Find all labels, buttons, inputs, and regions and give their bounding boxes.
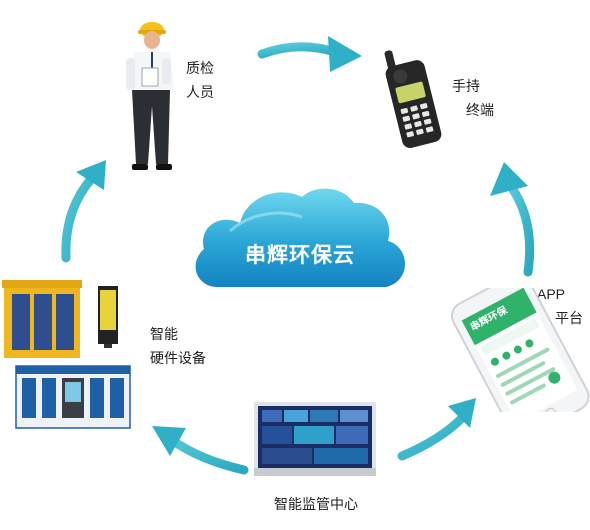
arrow-hardware-to-inspector xyxy=(61,160,106,263)
arrow-monitor-to-hardware xyxy=(152,426,249,475)
hardware-label-line2: 硬件设备 xyxy=(150,350,206,366)
app-label: APP 平台 xyxy=(537,282,583,330)
hardware-label-line1: 智能 xyxy=(150,326,178,342)
cloud-title: 串辉环保云 xyxy=(245,244,355,267)
arrow-inspector-to-handheld xyxy=(257,36,362,72)
arrow-app-to-handheld xyxy=(490,162,535,277)
app-label-line2: 平台 xyxy=(555,310,583,326)
app-phone: 串辉环保 xyxy=(442,288,590,412)
hardware-node xyxy=(0,270,135,430)
inspector-label: 质检 人员 xyxy=(186,56,214,104)
inspector-node xyxy=(118,18,180,173)
cloud-icon xyxy=(195,188,405,287)
handheld-terminal-icon xyxy=(384,50,442,148)
arrow-monitor-to-app xyxy=(397,398,476,461)
handheld-label-line2: 终端 xyxy=(466,102,494,118)
handheld-label: 手持 终端 xyxy=(452,74,494,122)
hardware-label: 智能 硬件设备 xyxy=(150,322,206,370)
smartphone-icon xyxy=(451,288,590,412)
monitor-label: 智能监管中心 xyxy=(274,496,358,512)
inspector-person-icon xyxy=(126,22,174,170)
handheld-node xyxy=(384,44,442,152)
monitor-node xyxy=(254,402,376,476)
cloud-hub: 串辉环保云 xyxy=(190,183,410,295)
recycling-kiosk-icon xyxy=(2,280,131,429)
app-label-line1: APP xyxy=(537,286,566,302)
monitoring-wall-icon xyxy=(254,402,376,476)
handheld-label-line1: 手持 xyxy=(452,78,480,94)
inspector-label-line2: 人员 xyxy=(186,84,214,100)
inspector-label-line1: 质检 xyxy=(186,60,214,76)
